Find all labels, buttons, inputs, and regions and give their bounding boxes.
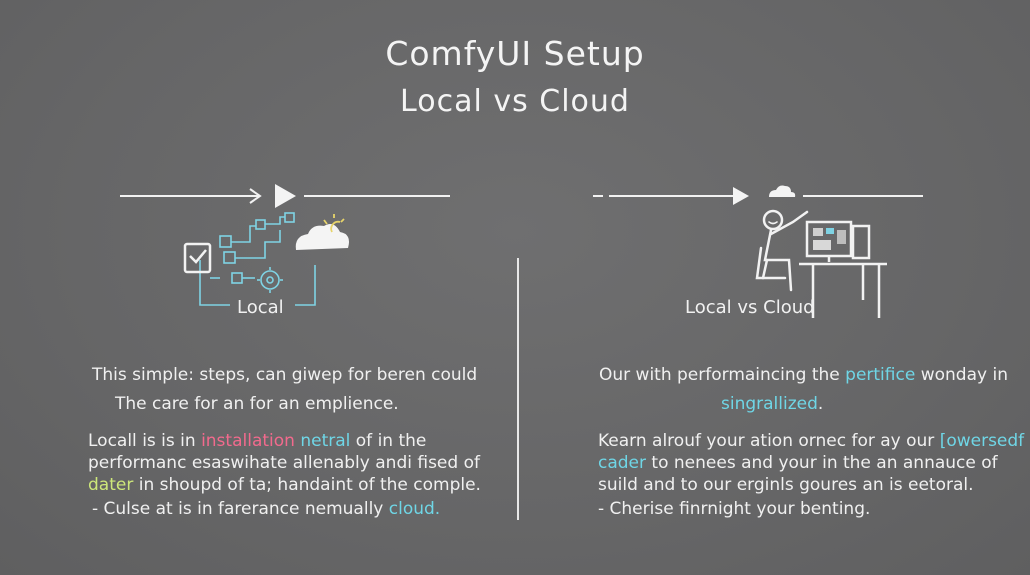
- left-bullet: - Culse at is in farerance nemually clou…: [92, 499, 441, 519]
- cloud-icon: [769, 185, 796, 197]
- left-para-line-2: performanc esaswihate allenably andi fis…: [88, 453, 480, 473]
- left-paragraph: Locall is is in installation netral of i…: [88, 430, 481, 496]
- center-divider: [517, 258, 519, 520]
- right-paragraph: Kearn alrouf your ation ornec for ay our…: [598, 430, 1024, 496]
- checkbox-icon: [183, 242, 212, 274]
- left-para-line-1: Locall is is in installation netral of i…: [88, 431, 427, 451]
- gear-icon: [257, 267, 283, 293]
- right-intro-line-2: singrallized.: [721, 394, 824, 414]
- right-para-line-2: cader to nenees and your in the an annau…: [598, 453, 998, 473]
- desk: [799, 262, 887, 318]
- local-label: Local: [237, 297, 284, 318]
- left-intro-line-2: The care for an for an emplience.: [115, 394, 399, 414]
- page-title: ComfyUI Setup: [385, 34, 645, 73]
- monitor-icon: [805, 220, 871, 262]
- page-subtitle: Local vs Cloud: [400, 84, 630, 119]
- right-para-line-1: Kearn alrouf your ation ornec for ay our…: [598, 431, 1025, 451]
- flow-diagram: [199, 212, 316, 306]
- left-para-line-3: dater in shoupd of ta; handaint of the c…: [88, 475, 481, 495]
- play-triangle-icon: [733, 187, 749, 205]
- play-triangle-icon: [275, 184, 296, 208]
- left-intro-line-1: This simple: steps, can giwep for beren …: [92, 365, 478, 385]
- arrow-right-icon: [120, 188, 262, 204]
- right-para-line-3: suild and to our erginls goures an is ee…: [598, 475, 974, 495]
- left-illustration: [120, 184, 450, 306]
- right-intro-line-1: Our with performaincing the pertifice wo…: [599, 365, 1008, 385]
- person-at-desk-icon: [755, 209, 809, 292]
- title-block: ComfyUI Setup Local vs Cloud: [0, 32, 1030, 124]
- right-bullet: - Cherise finrnight your benting.: [598, 499, 871, 519]
- right-illustration: [593, 185, 923, 318]
- sun-icon: [323, 214, 345, 233]
- local-vs-cloud-label: Local vs Cloud: [685, 297, 815, 318]
- cloud-icon: [295, 224, 349, 250]
